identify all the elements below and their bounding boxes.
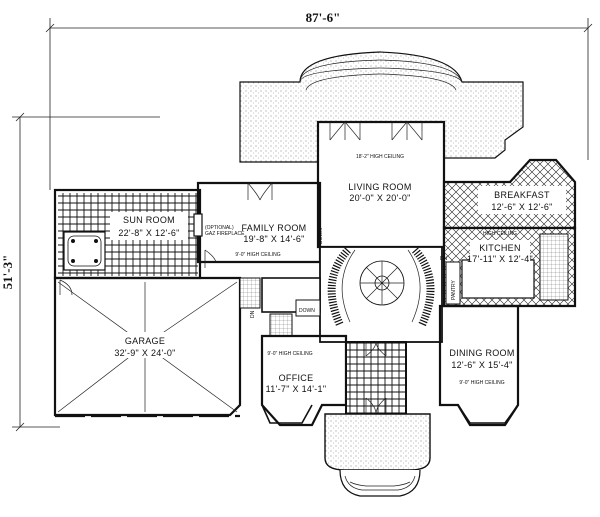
office-bay-window bbox=[261, 404, 313, 424]
garage-name: GARAGE bbox=[125, 336, 165, 346]
office-name: OFFICE bbox=[279, 373, 314, 383]
dining-room-name: DINING ROOM bbox=[449, 348, 514, 358]
fireplace-note-1: (OPTIONAL) bbox=[205, 225, 234, 231]
office-ceiling: 9'-0" HIGH CEILING bbox=[267, 351, 312, 357]
overall-width-label: 87'-6" bbox=[306, 10, 341, 25]
breakfast-dims: 12'-6" X 12'-6" bbox=[491, 202, 552, 212]
kitchen-island bbox=[461, 259, 535, 299]
kitchen-name: KITCHEN bbox=[479, 243, 521, 253]
sun-room-name: SUN ROOM bbox=[123, 215, 175, 225]
breakfast-name: BREAKFAST bbox=[494, 190, 550, 200]
dn-label-3: DOWN bbox=[318, 228, 324, 244]
pantry bbox=[445, 261, 461, 305]
dn-label-4: DN bbox=[440, 256, 448, 262]
width-dimension-line bbox=[45, 18, 593, 190]
dn-label-2: DOWN bbox=[299, 308, 315, 314]
kitchen-ceiling: HIGH CEILING bbox=[483, 231, 517, 237]
fireplace-note-2: GAZ FIREPLACE bbox=[205, 231, 245, 237]
sun-room-label-box bbox=[110, 212, 188, 240]
living-room-windows bbox=[329, 121, 423, 141]
rear-terrace bbox=[239, 51, 524, 163]
foyer bbox=[319, 246, 443, 343]
family-room-doors bbox=[247, 182, 273, 201]
family-room-ceiling: 9'-0" HIGH CEILING bbox=[235, 252, 280, 258]
dn-label-1: DN bbox=[250, 310, 256, 318]
dining-bay-window bbox=[457, 404, 519, 424]
living-room-name: LIVING ROOM bbox=[348, 182, 411, 192]
kitchen-counter bbox=[539, 233, 569, 301]
kitchen-dims: 17'-11" X 12'-4" bbox=[467, 254, 533, 264]
spa-tub bbox=[63, 231, 106, 271]
dining-room-dims: 12'-6" X 15'-4" bbox=[451, 360, 512, 370]
front-porch bbox=[324, 413, 431, 497]
family-room-name: FAMILY ROOM bbox=[242, 223, 307, 233]
fireplace bbox=[193, 213, 203, 237]
office-dims: 11'-7" X 14'-1" bbox=[266, 384, 327, 394]
down-stairs bbox=[239, 277, 321, 337]
depth-dimension-line bbox=[12, 112, 160, 432]
overall-depth-label: 51'-3" bbox=[0, 255, 15, 290]
family-room-dims: 19'-8" X 14'-6" bbox=[243, 234, 304, 244]
entry-vestibule bbox=[345, 341, 407, 415]
garage-dims: 32'-9" X 24'-0" bbox=[114, 348, 175, 358]
living-room-dims: 20'-0" X 20'-0" bbox=[349, 193, 410, 203]
sun-room-dims: 22'-8" X 12'-6" bbox=[118, 228, 179, 238]
dining-room-ceiling: 9'-0" HIGH CEILING bbox=[459, 380, 504, 386]
pantry-label: PANTRY bbox=[451, 280, 457, 300]
living-room-ceiling: 18'-2" HIGH CEILING bbox=[356, 154, 404, 160]
